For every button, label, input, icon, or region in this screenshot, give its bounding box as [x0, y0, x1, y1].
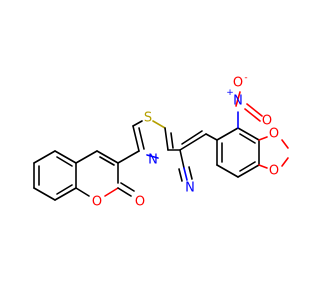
thiazole-sulfur-label: S [144, 111, 152, 126]
coumarin-pyranone-ring [75, 150, 135, 197]
thiazole-nitrogen-label: N [148, 153, 158, 168]
nitro-oxygen-top-label: O [233, 76, 243, 91]
nitro-nitrogen-label: N [233, 94, 243, 109]
nitro-oxygen-top-charge: - [244, 73, 247, 83]
benzodioxole-benzene-ring [216, 127, 260, 178]
lactone-oxygen-label: O [92, 195, 102, 210]
molecule-structure: O O S N N N + O - O O O [33, 73, 289, 210]
dioxole-ring [258, 136, 289, 169]
thiazole-ring [132, 120, 174, 159]
vinyl-aryl-bond [205, 133, 218, 141]
coumarin-benzo-ring [33, 150, 77, 201]
coumarin-thiazole-bond [117, 150, 140, 164]
dioxole-oxygen-bottom-label: O [269, 164, 279, 179]
dioxole-oxygen-top-label: O [269, 127, 279, 142]
acrylonitrile-fragment [178, 130, 207, 182]
nitrile-nitrogen-label: N [185, 181, 195, 196]
nitro-group [235, 91, 263, 129]
nitro-nitrogen-charge: + [226, 88, 234, 98]
nitro-oxygen-right-label: O [262, 114, 272, 129]
carbonyl-oxygen-label: O [135, 195, 145, 210]
